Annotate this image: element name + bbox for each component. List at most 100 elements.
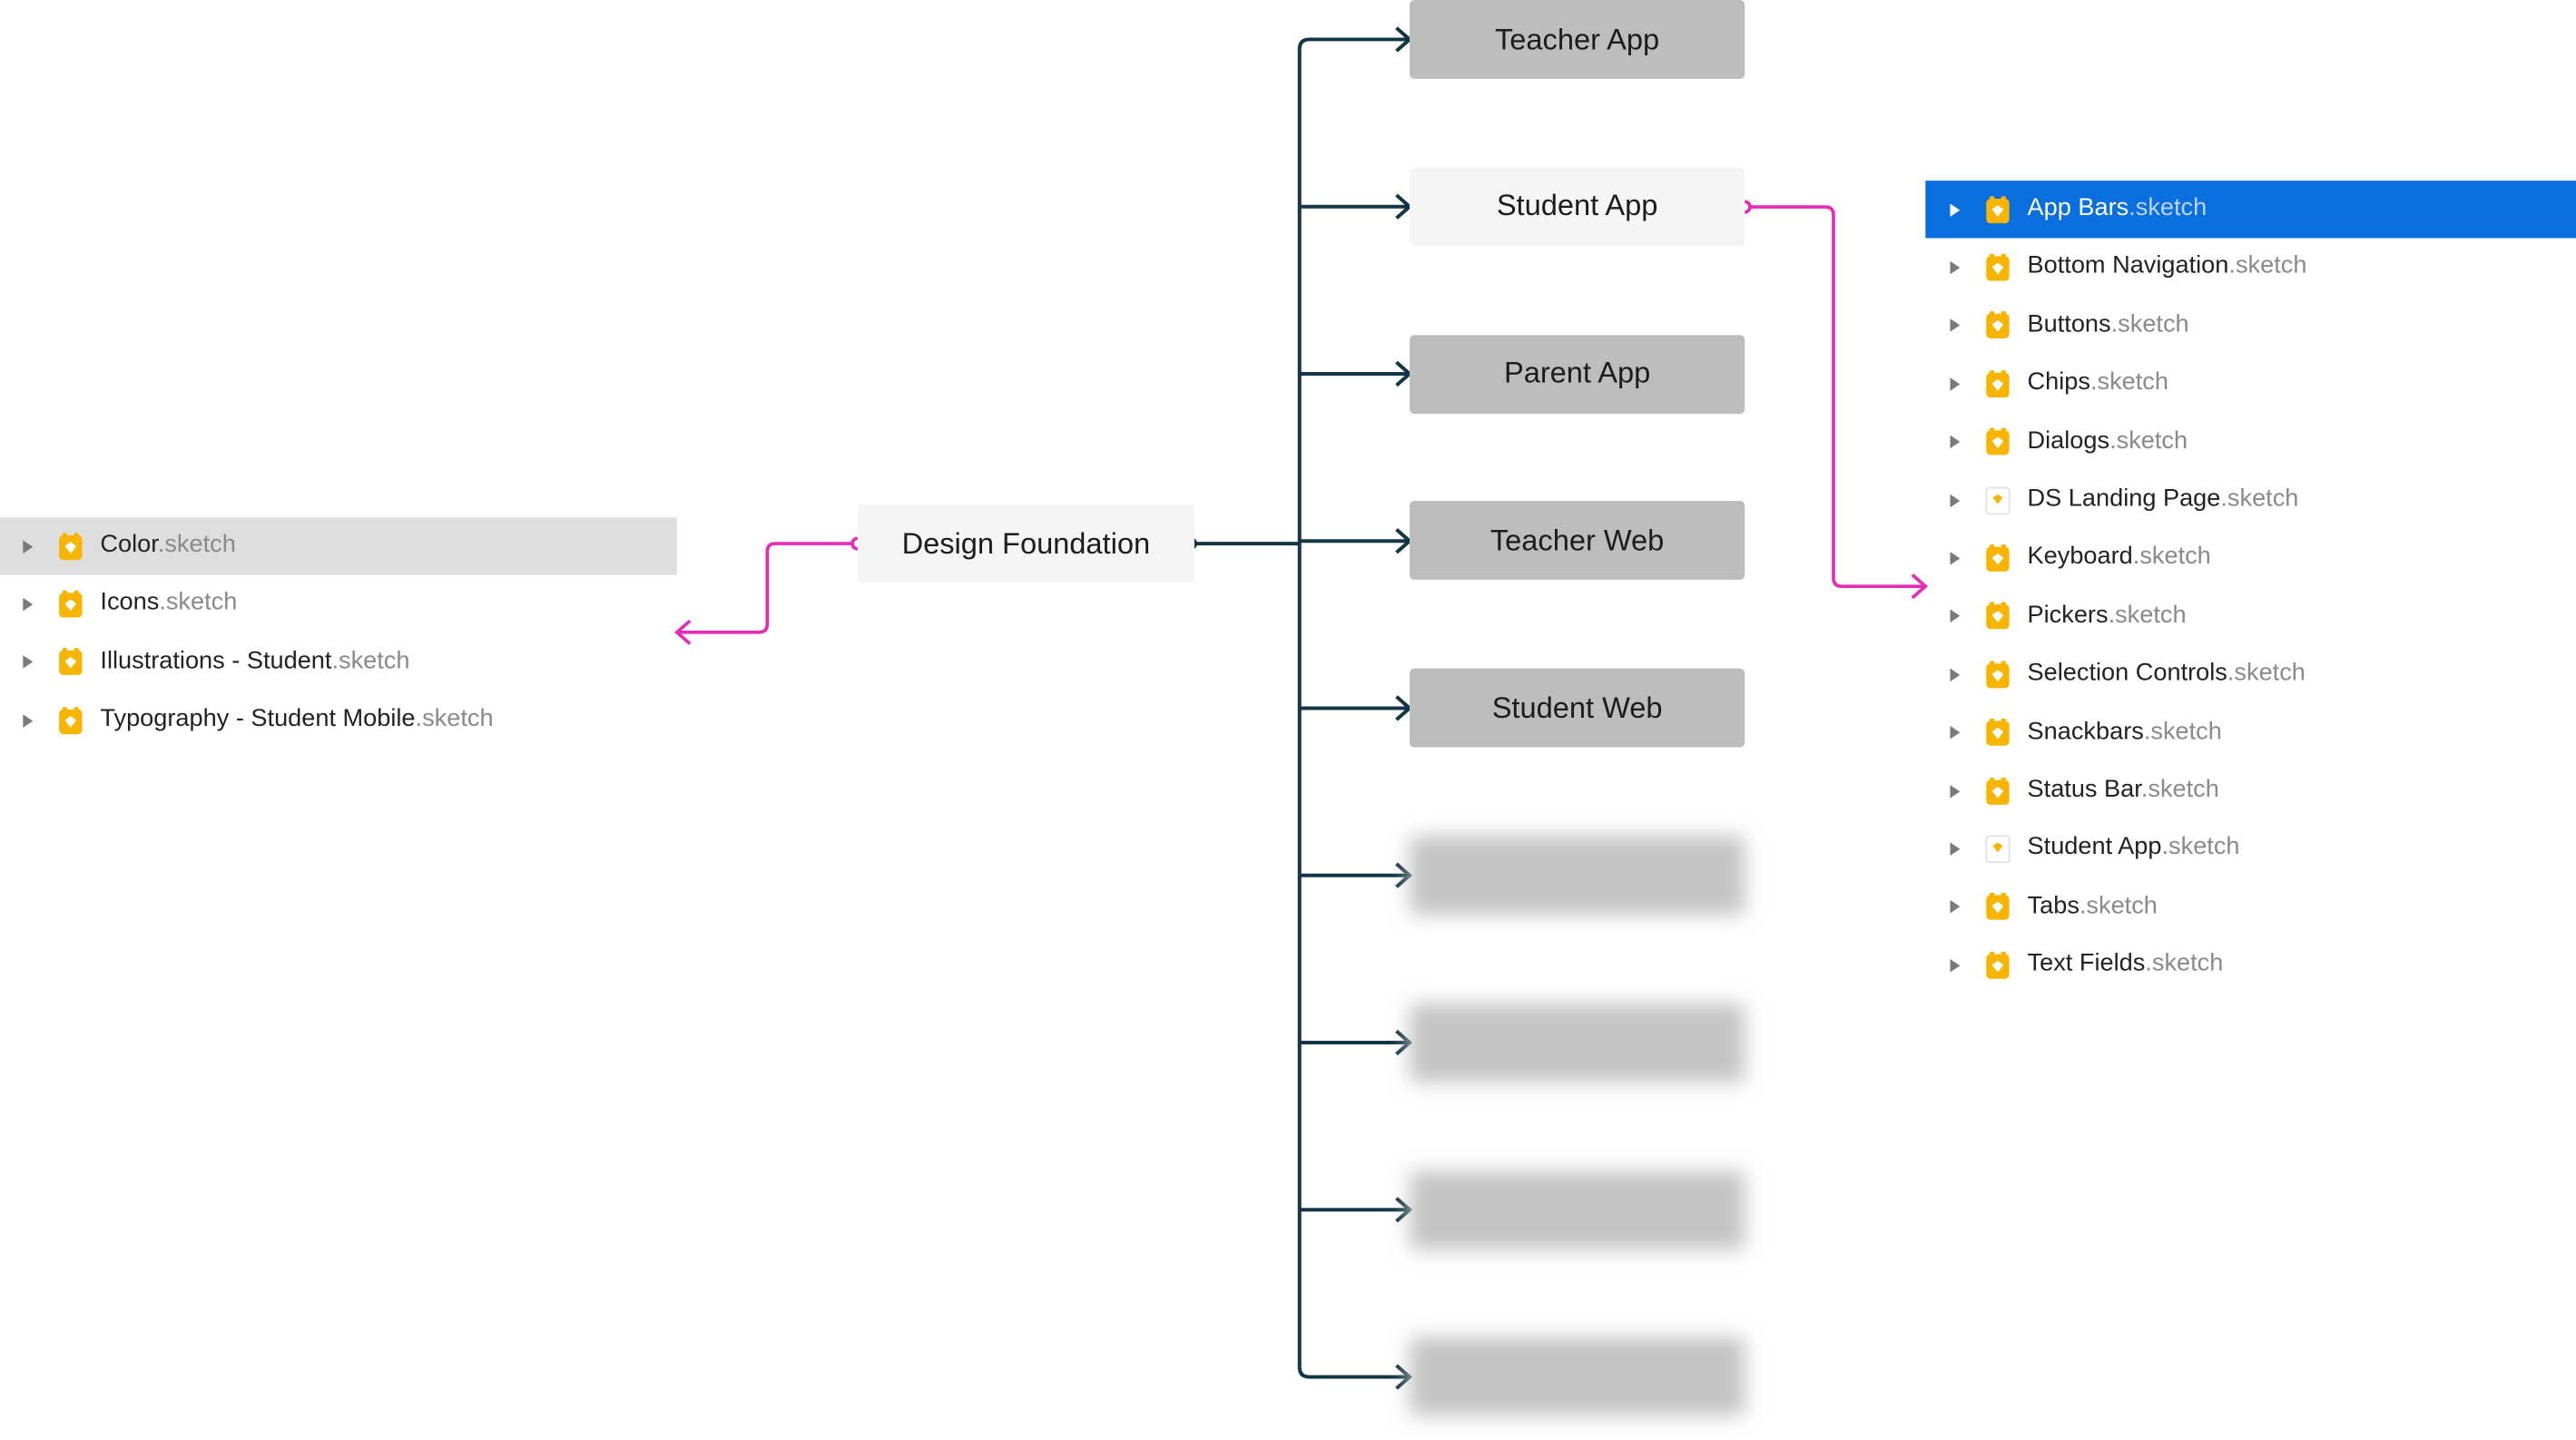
file-row[interactable]: Buttons.sketch <box>1925 297 2576 354</box>
app-node[interactable]: Teacher App <box>1409 0 1745 79</box>
disclosure-triangle-icon[interactable] <box>23 539 34 553</box>
sketch-icon <box>1984 660 2011 690</box>
sketch-icon <box>57 590 84 620</box>
file-row[interactable]: Selection Controls.sketch <box>1925 646 2576 703</box>
tree-arrowhead <box>1395 360 1413 387</box>
sketch-doc-icon <box>1984 834 2011 864</box>
file-row[interactable]: Keyboard.sketch <box>1925 530 2576 587</box>
file-extension: .sketch <box>2129 193 2207 222</box>
file-basename: App Bars <box>2027 193 2129 222</box>
sketch-icon <box>1984 427 2011 457</box>
disclosure-triangle-icon[interactable] <box>1950 318 1961 333</box>
sketch-doc-icon <box>1984 485 2011 515</box>
disclosure-triangle-icon[interactable] <box>1950 260 1961 275</box>
disclosure-triangle-icon[interactable] <box>1950 784 1961 798</box>
tree-connectors <box>1185 26 1413 1390</box>
disclosure-triangle-icon[interactable] <box>1950 900 1961 914</box>
app-node[interactable] <box>1409 836 1745 916</box>
file-row[interactable]: Illustrations - Student.sketch <box>0 633 677 691</box>
file-basename: Bottom Navigation <box>2027 251 2229 280</box>
file-basename: Status Bar <box>2027 775 2141 804</box>
file-name-label: Typography - Student Mobile.sketch <box>100 705 493 733</box>
disclosure-triangle-icon[interactable] <box>1950 668 1961 681</box>
app-node[interactable]: Teacher Web <box>1409 501 1745 581</box>
file-basename: Snackbars <box>2027 717 2144 746</box>
disclosure-triangle-icon[interactable] <box>1950 377 1961 391</box>
file-name-label: Chips.sketch <box>2028 368 2168 397</box>
file-basename: Selection Controls <box>2027 659 2227 687</box>
app-node[interactable] <box>1409 1170 1745 1249</box>
app-node[interactable] <box>1409 1003 1745 1082</box>
file-basename: Icons <box>100 588 160 617</box>
file-extension: .sketch <box>2079 891 2158 920</box>
file-row[interactable]: Bottom Navigation.sketch <box>1925 239 2576 296</box>
file-name-label: Bottom Navigation.sketch <box>2028 252 2307 280</box>
file-extension: .sketch <box>2220 484 2299 513</box>
file-name-label: DS Landing Page.sketch <box>2028 485 2299 513</box>
tree-arrowhead <box>1395 26 1413 53</box>
file-name-label: Selection Controls.sketch <box>2028 659 2306 687</box>
file-row[interactable]: Icons.sketch <box>0 575 677 632</box>
file-name-label: Tabs.sketch <box>2028 891 2158 919</box>
sketch-icon <box>57 532 84 562</box>
sketch-icon <box>57 648 84 678</box>
tree-arrowhead <box>1395 193 1413 220</box>
app-node-label: Teacher App <box>1495 22 1660 55</box>
disclosure-triangle-icon[interactable] <box>1950 435 1961 449</box>
disclosure-triangle-icon[interactable] <box>23 597 34 612</box>
tree-arrowhead <box>1395 1197 1413 1223</box>
sketch-icon <box>1984 718 2011 748</box>
file-name-label: Status Bar.sketch <box>2028 775 2219 803</box>
disclosure-triangle-icon[interactable] <box>1950 842 1961 856</box>
sketch-icon <box>1984 311 2011 341</box>
app-node[interactable]: Student Web <box>1409 669 1745 748</box>
file-row[interactable]: Tabs.sketch <box>1925 878 2576 936</box>
file-extension: .sketch <box>2132 543 2211 571</box>
sketch-icon <box>1984 602 2011 632</box>
root-node-design-foundation[interactable]: Design Foundation <box>857 504 1195 583</box>
file-extension: .sketch <box>2145 949 2224 978</box>
disclosure-triangle-icon[interactable] <box>1950 202 1961 217</box>
app-node-label: Student App <box>1496 189 1658 222</box>
file-row[interactable]: Snackbars.sketch <box>1925 704 2576 761</box>
file-extension: .sketch <box>2108 601 2187 629</box>
app-node[interactable] <box>1409 1337 1745 1416</box>
file-row[interactable]: Status Bar.sketch <box>1925 762 2576 819</box>
file-name-label: Snackbars.sketch <box>2028 717 2222 745</box>
file-basename: Pickers <box>2027 601 2109 629</box>
tree-arrowhead <box>1395 1364 1413 1390</box>
file-row[interactable]: Typography - Student Mobile.sketch <box>0 691 677 749</box>
file-name-label: Color.sketch <box>100 531 235 559</box>
file-basename: Illustrations - Student <box>100 646 332 675</box>
file-row[interactable]: Chips.sketch <box>1925 355 2576 412</box>
file-extension: .sketch <box>157 530 236 559</box>
file-name-label: Illustrations - Student.sketch <box>100 647 409 675</box>
file-extension: .sketch <box>331 646 410 675</box>
disclosure-triangle-icon[interactable] <box>23 655 34 670</box>
sketch-icon <box>1984 892 2011 922</box>
file-name-label: Icons.sketch <box>100 589 237 617</box>
file-basename: Typography - Student Mobile <box>100 704 416 733</box>
file-extension: .sketch <box>2228 251 2307 280</box>
file-row[interactable]: App Bars.sketch <box>1925 181 2576 239</box>
file-row[interactable]: Dialogs.sketch <box>1925 413 2576 470</box>
link-arrowhead-left <box>673 619 692 645</box>
file-extension: .sketch <box>2109 426 2188 455</box>
disclosure-triangle-icon[interactable] <box>1950 551 1961 565</box>
disclosure-triangle-icon[interactable] <box>1950 958 1961 972</box>
file-row[interactable]: Text Fields.sketch <box>1925 936 2576 994</box>
disclosure-triangle-icon[interactable] <box>1950 493 1961 507</box>
app-node-label: Parent App <box>1503 356 1651 390</box>
file-row[interactable]: Color.sketch <box>0 517 677 575</box>
file-row[interactable]: DS Landing Page.sketch <box>1925 471 2576 528</box>
disclosure-triangle-icon[interactable] <box>23 713 34 728</box>
app-node[interactable]: Student App <box>1409 167 1745 247</box>
disclosure-triangle-icon[interactable] <box>1950 726 1961 740</box>
file-row[interactable]: Student App.sketch <box>1925 820 2576 877</box>
disclosure-triangle-icon[interactable] <box>1950 610 1961 623</box>
file-row[interactable]: Pickers.sketch <box>1925 588 2576 645</box>
app-node[interactable]: Parent App <box>1409 334 1745 414</box>
file-extension: .sketch <box>2227 659 2306 687</box>
file-name-label: Keyboard.sketch <box>2028 543 2211 571</box>
